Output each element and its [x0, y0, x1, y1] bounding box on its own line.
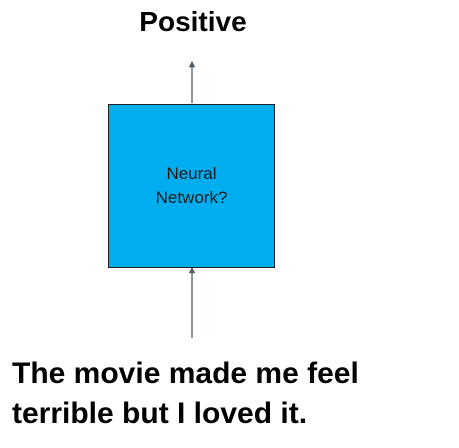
neural-network-box: Neural Network?	[108, 104, 275, 268]
neural-network-label: Neural Network?	[155, 164, 228, 207]
input-sentence: The movie made me feel terrible but I lo…	[12, 357, 359, 430]
output-label: Positive	[139, 6, 247, 37]
